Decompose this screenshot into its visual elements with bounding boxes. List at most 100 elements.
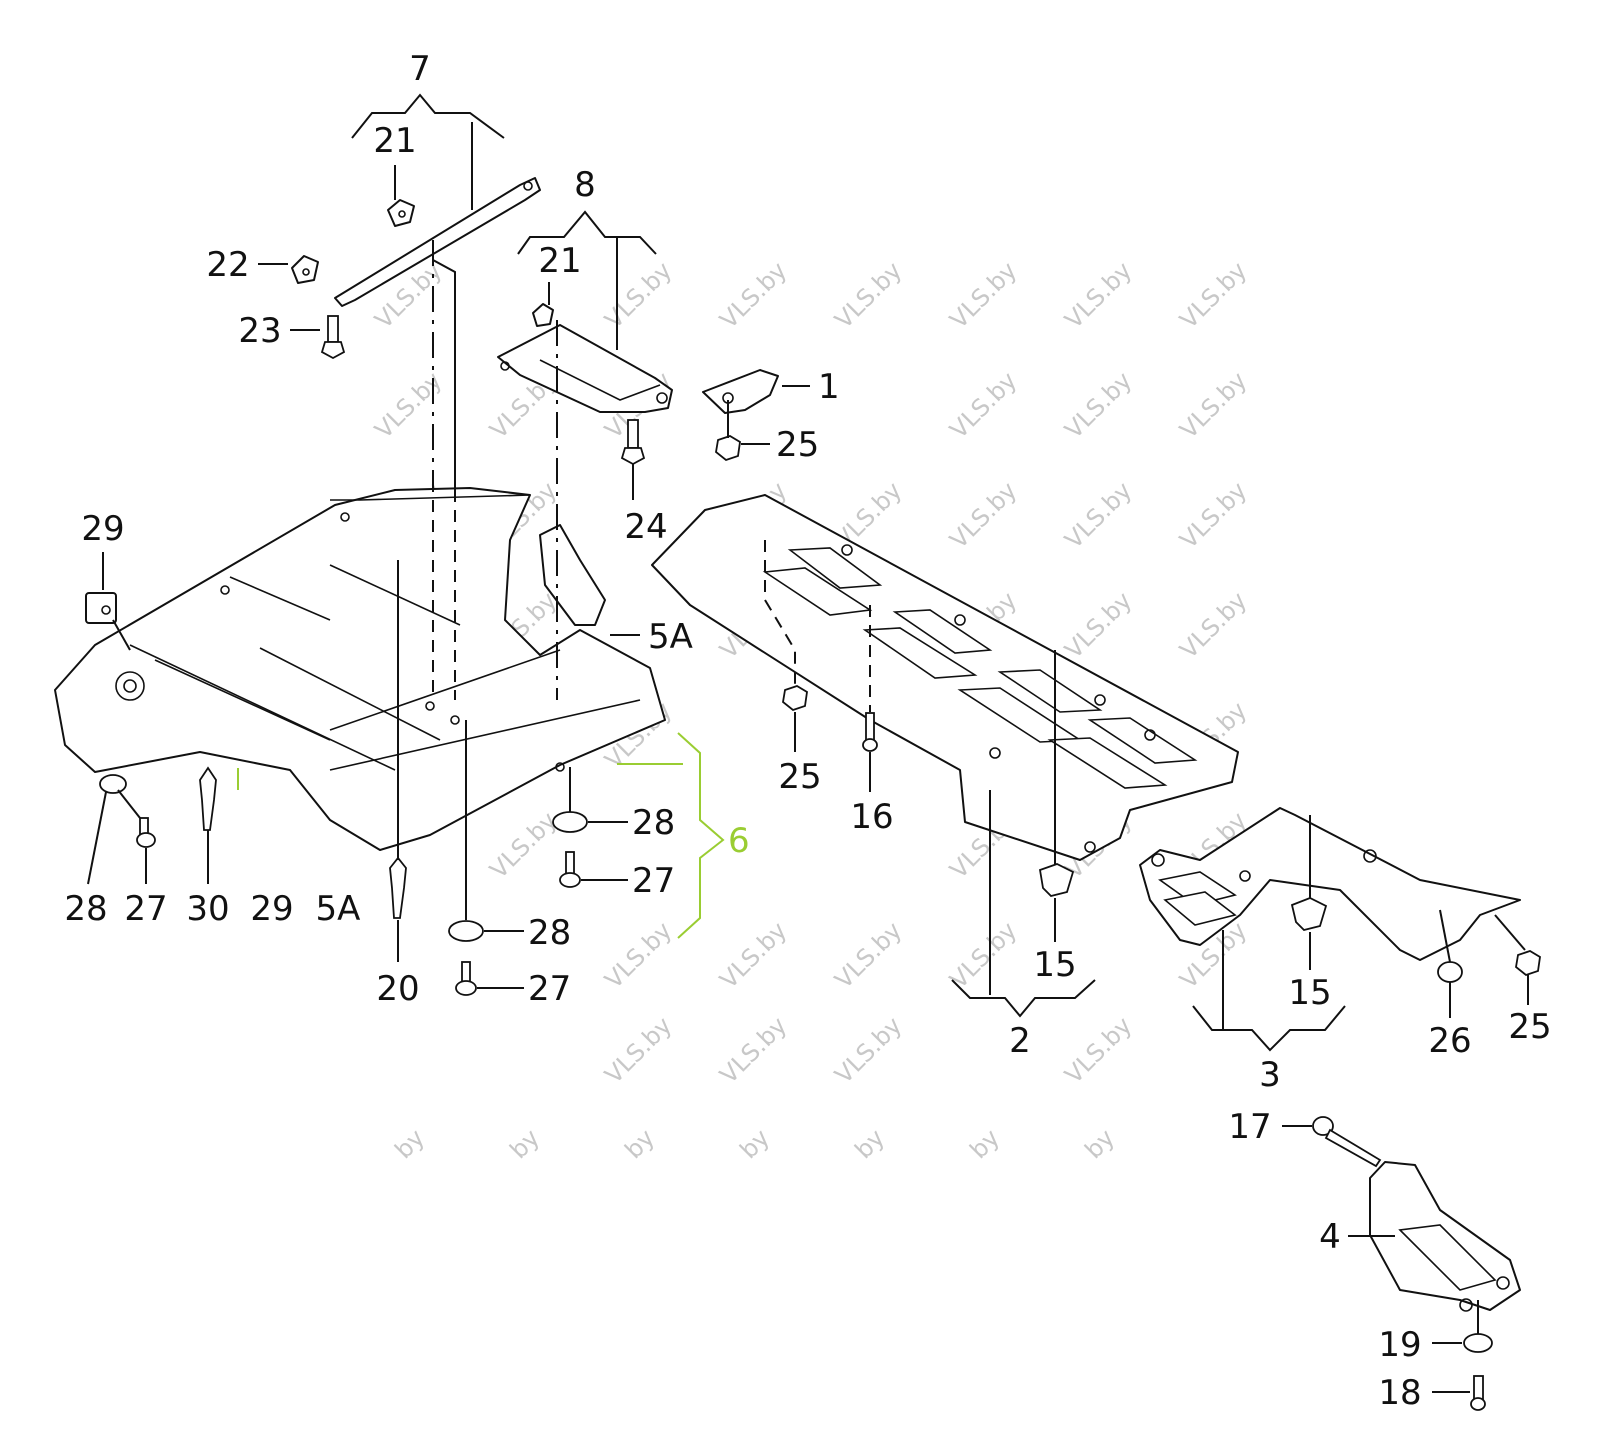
part-26-clip[interactable] <box>1437 961 1463 983</box>
callout-25-center[interactable]: 25 <box>778 757 821 797</box>
watermark: VLS.by <box>1059 1011 1137 1089</box>
part-19-washer[interactable] <box>1463 1333 1493 1353</box>
watermark: VLS.by <box>599 256 677 334</box>
watermark: VLS.by <box>829 256 907 334</box>
watermark-partial: by <box>734 1124 775 1165</box>
part-22-clip[interactable] <box>291 255 319 284</box>
watermark: VLS.by <box>1059 586 1137 664</box>
callout-27-left[interactable]: 27 <box>124 889 167 929</box>
callout-5A-right[interactable]: 5A <box>648 617 693 657</box>
leader-lines <box>87 122 1529 1393</box>
watermark: VLS.by <box>369 366 447 444</box>
watermark: VLS.by <box>944 256 1022 334</box>
watermark: VLS.by <box>1059 476 1137 554</box>
watermark: VLS.by <box>1174 366 1252 444</box>
part-21-clip-upper[interactable] <box>387 199 415 227</box>
watermark-partial: by <box>504 1124 545 1165</box>
part-29-grommet[interactable] <box>85 592 117 624</box>
callout-18[interactable]: 18 <box>1378 1373 1421 1413</box>
watermark-partial: by <box>964 1124 1005 1165</box>
callout-2[interactable]: 2 <box>1009 1021 1031 1061</box>
callout-17[interactable]: 17 <box>1228 1107 1271 1147</box>
callout-21-lower[interactable]: 21 <box>538 241 581 281</box>
watermark: VLS.by <box>1059 256 1137 334</box>
group-bracket-7 <box>351 93 505 139</box>
part-21-clip-lower[interactable] <box>532 303 554 327</box>
part-16-screw[interactable] <box>862 712 878 752</box>
callout-24[interactable]: 24 <box>624 507 667 547</box>
callout-27-lower[interactable]: 27 <box>528 969 571 1009</box>
watermark: VLS.by <box>944 916 1022 994</box>
callout-26[interactable]: 26 <box>1428 1021 1471 1061</box>
watermark-partial: by <box>849 1124 890 1165</box>
group-bracket-3 <box>1192 1005 1346 1052</box>
callout-16[interactable]: 16 <box>850 797 893 837</box>
callout-27-mid[interactable]: 27 <box>632 861 675 901</box>
watermark: VLS.by <box>829 1011 907 1089</box>
watermark: VLS.by <box>1174 476 1252 554</box>
watermark: VLS.by <box>829 916 907 994</box>
callout-28-lower[interactable]: 28 <box>528 913 571 953</box>
group-bracket-8 <box>517 210 657 255</box>
part-18-bolt[interactable] <box>1470 1375 1486 1411</box>
callout-29-bottom[interactable]: 29 <box>250 889 293 929</box>
part-25-nut-rear[interactable] <box>1515 950 1541 977</box>
part-27-screw-left[interactable] <box>136 817 156 848</box>
watermark-partial: by <box>389 1124 430 1165</box>
callout-15-right[interactable]: 15 <box>1288 973 1331 1013</box>
part-23-bolt[interactable] <box>320 315 346 360</box>
group-bracket-2 <box>951 979 1096 1018</box>
part-7-rail[interactable] <box>334 177 541 307</box>
callout-4[interactable]: 4 <box>1319 1217 1341 1257</box>
watermark: VLS.by <box>714 256 792 334</box>
callout-20[interactable]: 20 <box>376 969 419 1009</box>
part-25-nut-upper[interactable] <box>715 435 741 462</box>
watermark: VLS.by <box>484 806 562 884</box>
watermark: VLS.by <box>599 1011 677 1089</box>
part-8-guard[interactable] <box>497 324 673 413</box>
group-bracket-6 <box>237 732 725 939</box>
part-27-screw-mid[interactable] <box>455 851 581 996</box>
part-20-rivet[interactable] <box>389 856 407 919</box>
callout-28-mid[interactable]: 28 <box>632 803 675 843</box>
watermark: VLS.by <box>714 916 792 994</box>
watermark: VLS.by <box>1174 586 1252 664</box>
part-3-rear-panel[interactable] <box>1139 807 1521 961</box>
part-25-nut-center[interactable] <box>782 685 808 712</box>
callout-28-left[interactable]: 28 <box>64 889 107 929</box>
watermark-partial: by <box>619 1124 660 1165</box>
callout-5A-bottom[interactable]: 5A <box>316 889 361 929</box>
callout-6[interactable]: 6 <box>728 821 750 861</box>
part-28-washer-left[interactable] <box>99 774 127 794</box>
callout-25-rear[interactable]: 25 <box>1508 1007 1551 1047</box>
callout-30[interactable]: 30 <box>186 889 229 929</box>
part-24-bolt[interactable] <box>620 419 646 466</box>
callout-29-top[interactable]: 29 <box>81 509 124 549</box>
part-front-underbody-panel[interactable] <box>54 487 666 851</box>
part-30-rivet[interactable] <box>199 766 217 831</box>
part-4-guard[interactable] <box>1369 1161 1521 1312</box>
callout-15-left[interactable]: 15 <box>1033 945 1076 985</box>
watermark: VLS.by <box>1059 366 1137 444</box>
callout-23[interactable]: 23 <box>238 311 281 351</box>
part-2-center-panel[interactable] <box>651 494 1239 861</box>
callout-21-upper[interactable]: 21 <box>373 121 416 161</box>
watermark: VLS.by <box>714 1011 792 1089</box>
callout-22[interactable]: 22 <box>206 245 249 285</box>
callout-3[interactable]: 3 <box>1259 1055 1281 1095</box>
callout-labels: 7 21 22 23 8 21 1 25 24 29 5A 25 16 28 2… <box>64 49 1551 1413</box>
watermark: VLS.by <box>1174 256 1252 334</box>
part-17-bolt[interactable] <box>1312 1116 1382 1168</box>
part-28-washer-mid[interactable] <box>448 811 588 942</box>
watermark: VLS.by <box>944 366 1022 444</box>
watermark: VLS.by <box>599 916 677 994</box>
part-15-clip-b[interactable] <box>1290 897 1328 931</box>
callout-19[interactable]: 19 <box>1378 1325 1421 1365</box>
part-15-clip-a[interactable] <box>1038 863 1075 897</box>
callout-25-upper[interactable]: 25 <box>776 425 819 465</box>
callout-1[interactable]: 1 <box>818 367 840 407</box>
part-1-plate[interactable] <box>702 369 779 414</box>
callout-8[interactable]: 8 <box>574 165 596 205</box>
callout-7[interactable]: 7 <box>409 49 431 89</box>
